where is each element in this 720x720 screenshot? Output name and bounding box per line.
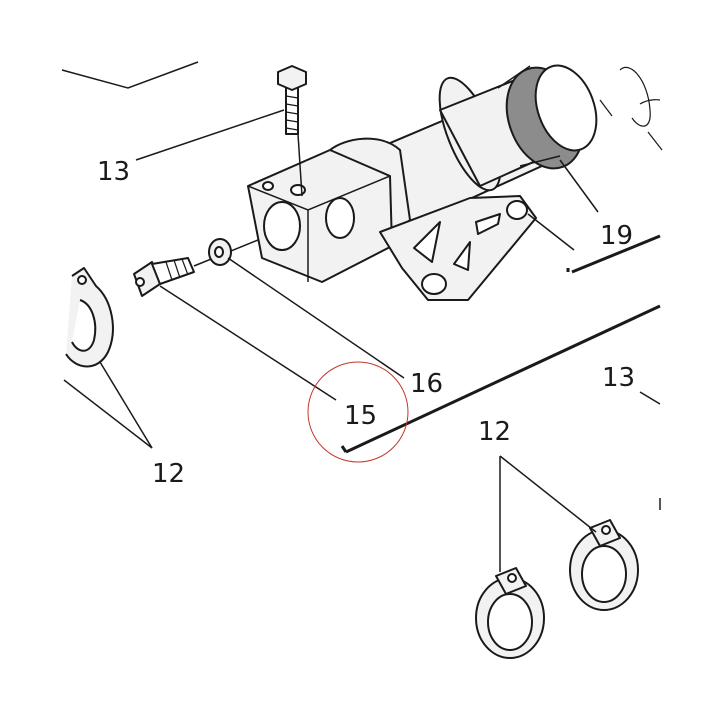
callout-12-right: 12 (478, 417, 511, 447)
clamp-bolt-hole (290, 184, 306, 196)
clamp-side-hole (325, 197, 355, 239)
clamp-12-left (65, 267, 114, 368)
frame-corner-lower (340, 445, 348, 453)
bracket-cutout-2 (453, 241, 471, 271)
callout-12-left: 12 (152, 459, 185, 489)
ring-tail (639, 99, 661, 105)
leader-19 (559, 159, 599, 213)
bracket-hole-top (506, 200, 528, 220)
clamp-upper-inner (581, 545, 627, 603)
ring-outline-right (619, 66, 651, 127)
clamp-left-inner (71, 299, 97, 352)
clamp-pin-hole (262, 181, 274, 191)
callout-15: 15 (344, 401, 377, 431)
callout-13-right: 13 (602, 363, 635, 393)
bolt-head (277, 65, 307, 91)
bolt-13 (277, 65, 307, 197)
screw-shank (151, 257, 195, 285)
leader-15 (159, 285, 337, 401)
bolt-shank (285, 85, 299, 135)
bolt-thread (285, 95, 299, 131)
leader-12-upper (499, 455, 597, 533)
clamp-12-upper (569, 519, 639, 611)
leader-16 (227, 257, 405, 379)
bracket-hole-bottom (421, 273, 447, 295)
leader-lines (63, 109, 599, 572)
leader-12-left-b (99, 361, 153, 449)
boot-inner (534, 64, 598, 152)
clamp-upper-hole (601, 525, 611, 535)
screw-thread (165, 258, 189, 281)
callout-13-left: 13 (97, 157, 130, 187)
leader-19-bracket (527, 213, 575, 251)
clamp-bore (263, 201, 301, 251)
clamp-lower-hole (507, 573, 517, 583)
bolt-insert-line (297, 133, 303, 197)
callout-19: 19 (600, 221, 633, 251)
washer-16 (208, 238, 232, 266)
frame-line-lower (345, 304, 661, 454)
frame-line-top-left (61, 61, 199, 89)
highlight-circle (307, 361, 409, 463)
screw-15 (133, 239, 259, 297)
callout-labels: 13 19 16 15 13 12 12 (97, 157, 635, 489)
clamp-left-hole (77, 275, 87, 285)
screw-socket (135, 277, 145, 287)
leader-13-left (135, 109, 285, 161)
frame-line-right-13 (639, 391, 661, 405)
boot-edges (497, 65, 561, 167)
washer-hole (214, 246, 224, 258)
bracket-slot (475, 213, 501, 235)
clamp-lower-inner (487, 593, 533, 651)
callout-16: 16 (410, 369, 443, 399)
clamp-12-lower (475, 567, 545, 659)
clamp-block-edges (247, 175, 391, 282)
shaft-assembly (247, 64, 663, 301)
frame-lines (61, 61, 661, 510)
frame-line-upper-right (571, 234, 661, 274)
leader-12-left-a (63, 379, 153, 449)
ring-ticks (599, 99, 663, 151)
bracket-cutout (413, 221, 441, 263)
